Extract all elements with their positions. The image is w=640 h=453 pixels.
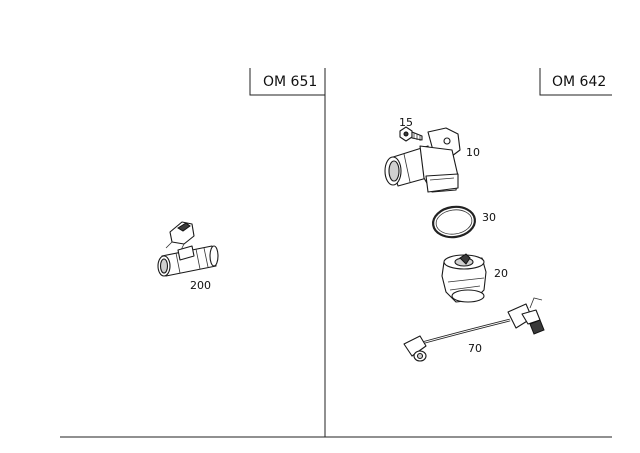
engine-box-left <box>249 68 325 96</box>
callout-20: 20 <box>494 267 508 280</box>
part-200-sensor-housing[interactable] <box>157 221 219 277</box>
callout-10: 10 <box>466 146 480 159</box>
callout-30: 30 <box>482 211 496 224</box>
callout-200: 200 <box>190 279 211 292</box>
part-20-thermostat[interactable] <box>441 253 487 303</box>
engine-label-om642: OM 642 <box>552 74 606 90</box>
frame-lines <box>60 68 612 438</box>
part-30-sealing-ring[interactable] <box>431 204 477 240</box>
callout-70: 70 <box>468 342 482 355</box>
engine-label-om651: OM 651 <box>263 74 317 90</box>
part-10-thermostat-housing[interactable] <box>384 127 461 193</box>
part-70-cable-harness[interactable] <box>403 297 545 362</box>
callout-15: 15 <box>399 116 413 129</box>
part-15-bolt[interactable] <box>399 126 423 142</box>
engine-box-right <box>539 68 612 96</box>
